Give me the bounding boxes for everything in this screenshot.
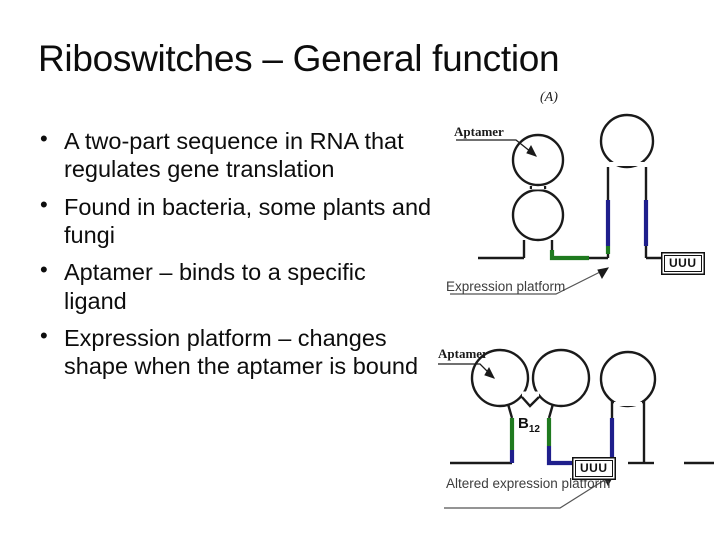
list-item: Aptamer – binds to a specific ligand: [34, 257, 434, 315]
terminator-loop-top: [599, 113, 655, 169]
terminator-box-top: UUU: [664, 255, 702, 272]
riboswitch-diagram-svg: [438, 113, 714, 509]
altered-expression-leader-line: [444, 473, 615, 509]
list-item: A two-part sequence in RNA that regulate…: [34, 126, 434, 184]
ligand-subscript: 12: [528, 424, 540, 435]
aptamer-leader-line-bottom: [438, 363, 495, 379]
aptamer-left-loop-bottom: [470, 348, 530, 408]
aptamer-leader-line-top: [456, 139, 537, 157]
bullet-list: A two-part sequence in RNA that regulate…: [34, 126, 434, 390]
antiterminator-loop-bottom: [599, 350, 657, 408]
figure-panel-caption: (A): [540, 90, 558, 105]
aptamer-left-stem-bottom: [506, 403, 514, 419]
expression-platform-arrowhead: [597, 267, 610, 280]
riboswitch-figure: (A): [432, 88, 720, 540]
diagram-unbound-state: [450, 113, 664, 295]
page-title: Riboswitches – General function: [38, 38, 560, 79]
aptamer-loop-junction-bottom: [520, 395, 541, 408]
aptamer-leader-arrowhead-top: [526, 144, 537, 157]
aptamer-lower-loop-top: [511, 188, 565, 242]
aptamer-leader-arrowhead-bottom: [484, 366, 495, 379]
list-item: Expression platform – changes shape when…: [34, 323, 434, 381]
label-aptamer-top: Aptamer: [454, 124, 504, 139]
aptamer-right-loop-bottom: [531, 348, 591, 408]
terminator-box-bottom: UUU: [575, 460, 613, 477]
label-expression-platform: Expression platform: [446, 279, 566, 294]
diagram-bound-state: [438, 348, 714, 509]
list-item: Found in bacteria, some plants and fungi: [34, 192, 434, 250]
label-altered-expression-line1: Altered expression platform: [446, 476, 611, 491]
aptamer-right-stem-bottom: [547, 403, 555, 419]
aptamer-loop-pinch-top: [529, 186, 547, 189]
label-ligand-b12: B12: [518, 415, 540, 435]
aptamer-pairing-green-top: [549, 250, 589, 261]
terminator-loop-necks-top: [606, 167, 648, 178]
label-aptamer-bottom: Aptamer: [438, 346, 488, 361]
aptamer-upper-loop-top: [511, 133, 565, 187]
label-altered-expression-platform: Altered expression platform: [446, 476, 610, 492]
expression-platform-leader-line: [450, 267, 609, 295]
ligand-base-letter: B: [518, 415, 529, 432]
